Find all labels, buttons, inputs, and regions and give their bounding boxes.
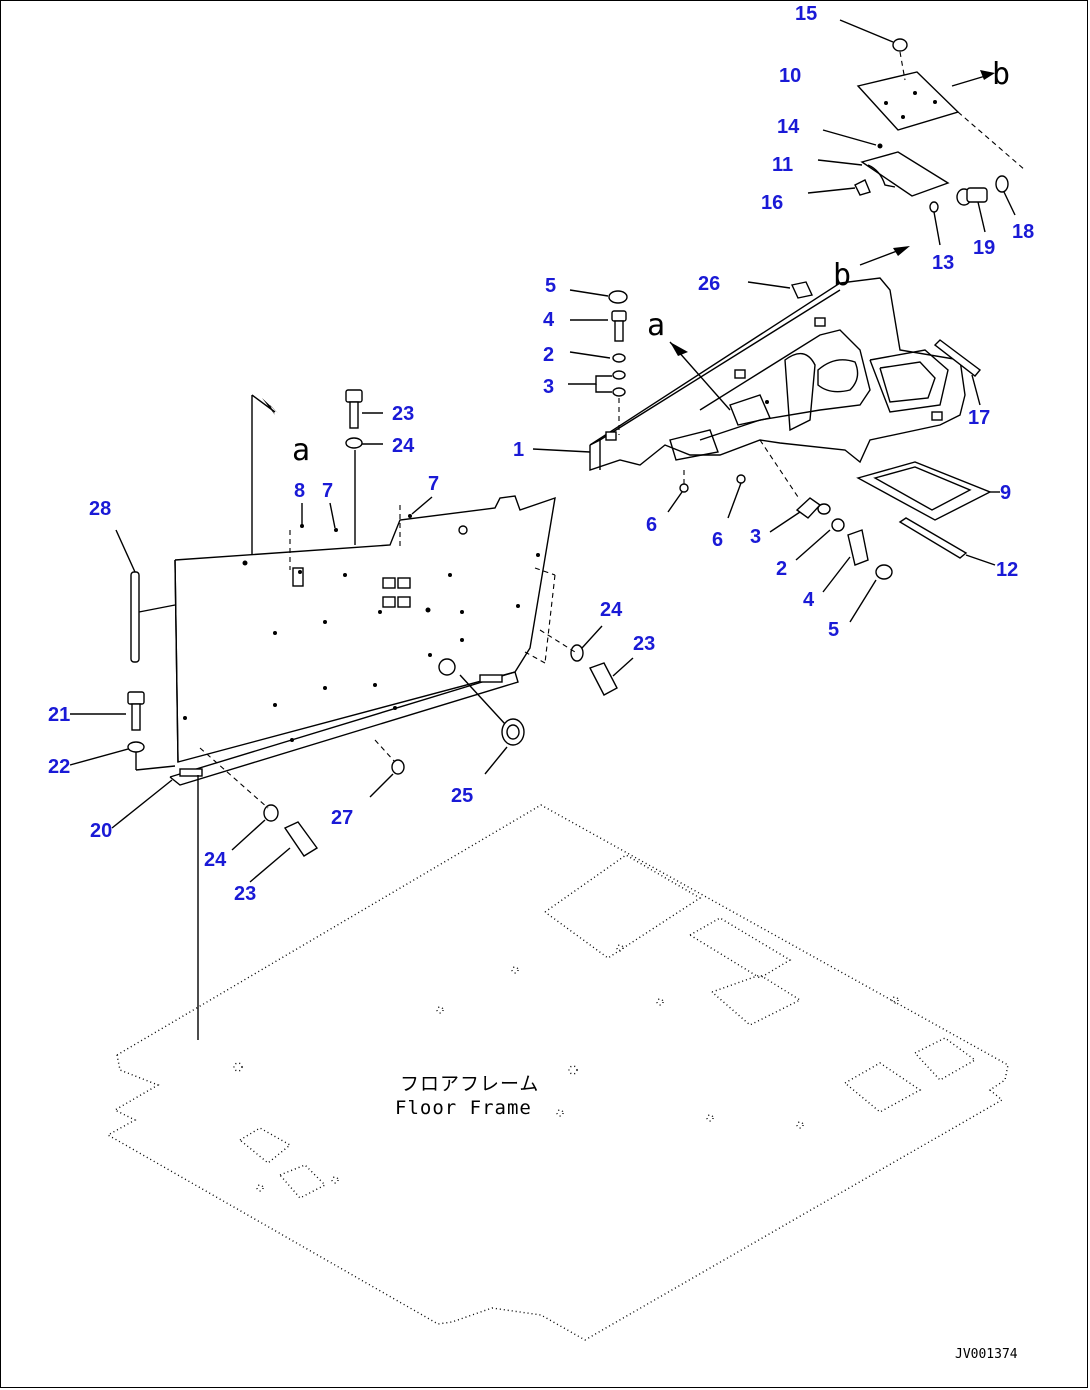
label-5-left: 5 bbox=[545, 275, 556, 297]
rod-28 bbox=[130, 571, 176, 663]
pin-13 bbox=[929, 201, 941, 246]
label-11: 11 bbox=[772, 154, 793, 176]
floor-frame-en-label: Floor Frame bbox=[395, 1097, 532, 1119]
clip-16 bbox=[807, 179, 871, 196]
label-4-left: 4 bbox=[543, 309, 555, 331]
left-panel bbox=[169, 394, 556, 1040]
label-6-left: 6 bbox=[646, 514, 657, 536]
label-8: 8 bbox=[294, 480, 305, 502]
washer-18 bbox=[995, 175, 1016, 216]
label-13: 13 bbox=[932, 252, 954, 274]
label-20: 20 bbox=[90, 820, 112, 842]
label-15: 15 bbox=[795, 3, 817, 25]
nut-15 bbox=[839, 19, 908, 81]
console-1 bbox=[589, 277, 966, 471]
bolt-19 bbox=[956, 187, 988, 233]
bolt-23-24-bottom bbox=[199, 747, 319, 857]
clip-26 bbox=[747, 281, 814, 299]
label-22: 22 bbox=[48, 756, 70, 778]
floor-frame-jp-label: フロアフレーム bbox=[400, 1073, 539, 1095]
fastener-stack-right bbox=[759, 439, 893, 580]
ref-b-mid: b bbox=[833, 258, 851, 293]
pin-14 bbox=[822, 129, 883, 149]
label-2-right: 2 bbox=[776, 558, 787, 580]
label-5-right: 5 bbox=[828, 619, 839, 641]
label-26: 26 bbox=[698, 273, 720, 295]
floor-frame: フロアフレーム Floor Frame bbox=[106, 804, 1009, 1341]
bolt-23-24-right bbox=[539, 629, 618, 696]
plate-11 bbox=[817, 151, 950, 197]
label-24-right: 24 bbox=[600, 599, 623, 621]
strip-12 bbox=[898, 517, 996, 566]
part-labels: 15 10 14 11 16 13 19 18 5 4 2 3 1 26 17 … bbox=[48, 3, 1034, 905]
label-27: 27 bbox=[331, 807, 353, 829]
label-23-top: 23 bbox=[392, 403, 414, 425]
label-10: 10 bbox=[779, 65, 801, 87]
label-2-left: 2 bbox=[543, 344, 554, 366]
label-9: 9 bbox=[1000, 482, 1011, 504]
label-14: 14 bbox=[777, 116, 800, 138]
ref-a-mid: a bbox=[647, 308, 665, 343]
label-7-left: 7 bbox=[322, 480, 333, 502]
leader-lines bbox=[69, 412, 877, 883]
label-1: 1 bbox=[513, 439, 524, 461]
ref-b-top: b bbox=[992, 57, 1010, 92]
bolt-21-22 bbox=[127, 691, 176, 771]
label-17: 17 bbox=[968, 407, 990, 429]
plug-27 bbox=[369, 739, 405, 798]
fastener-stack-left bbox=[568, 289, 628, 435]
label-3-right: 3 bbox=[750, 526, 761, 548]
label-21: 21 bbox=[48, 704, 70, 726]
ref-letters: b b a a bbox=[292, 57, 1010, 468]
label-23-bottom: 23 bbox=[234, 883, 256, 905]
frame-9 bbox=[856, 461, 1000, 521]
arrow-b-mid bbox=[859, 246, 910, 266]
label-25: 25 bbox=[451, 785, 473, 807]
label-6-right: 6 bbox=[712, 529, 723, 551]
bolt-23-24-top bbox=[345, 389, 363, 449]
plate-10 bbox=[856, 70, 1026, 171]
label-7-right: 7 bbox=[428, 473, 439, 495]
ref-a-left: a bbox=[292, 433, 310, 468]
strip-17 bbox=[933, 339, 982, 406]
arrow-a-mid bbox=[669, 341, 731, 411]
label-4-right: 4 bbox=[803, 589, 815, 611]
label-18: 18 bbox=[1012, 221, 1034, 243]
grommet-25 bbox=[459, 674, 525, 775]
label-23-right: 23 bbox=[633, 633, 655, 655]
nuts-6 bbox=[667, 470, 746, 519]
label-3-left: 3 bbox=[543, 376, 554, 398]
label-12: 12 bbox=[996, 559, 1018, 581]
drawing-code: JV001374 bbox=[955, 1347, 1018, 1362]
label-24-bottom: 24 bbox=[204, 849, 227, 871]
label-24-top: 24 bbox=[392, 435, 415, 457]
label-19: 19 bbox=[973, 237, 995, 259]
label-16: 16 bbox=[761, 192, 783, 214]
label-28: 28 bbox=[89, 498, 111, 520]
